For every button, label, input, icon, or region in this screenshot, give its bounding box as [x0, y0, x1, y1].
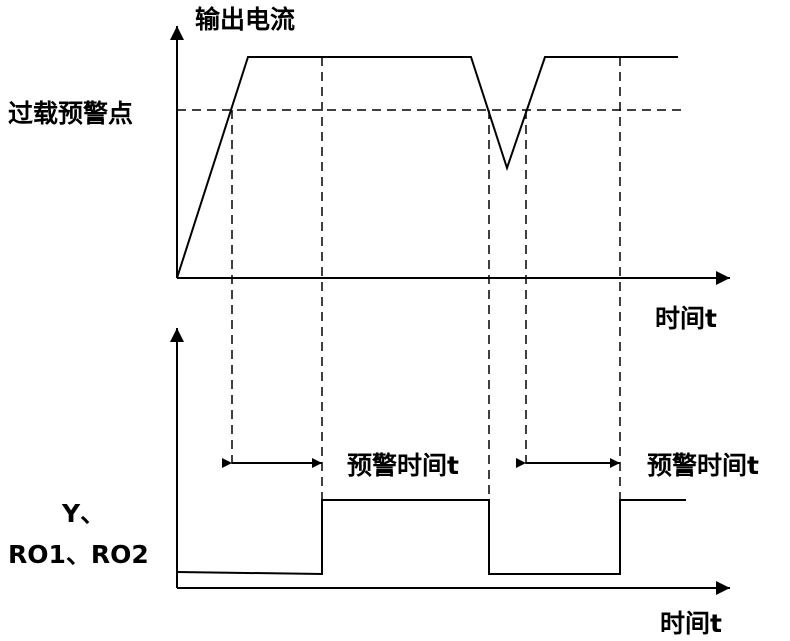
output-label-line2: RO1、RO2: [8, 540, 149, 569]
output-label-line1: Y、: [61, 499, 105, 528]
output-signal-waveform: [176, 499, 686, 576]
warning-time-label-2: 预警时间t: [647, 451, 759, 480]
top-time-axis-label: 时间t: [655, 304, 717, 333]
warning-time-label-1: 预警时间t: [347, 451, 459, 480]
bottom-time-axis-label: 时间t: [660, 609, 722, 638]
overload-point-label: 过载预警点: [8, 99, 133, 128]
output-current-curve: [176, 56, 678, 279]
current-axis-label: 输出电流: [195, 5, 295, 34]
